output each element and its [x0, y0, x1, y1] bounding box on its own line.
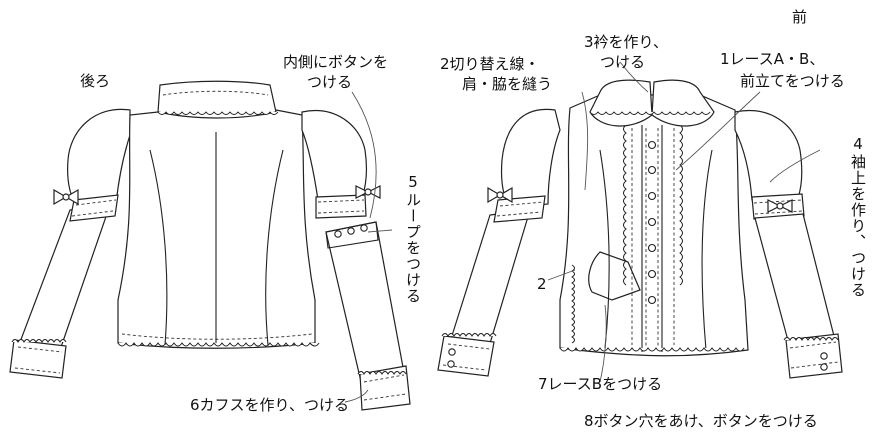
- label-inner-button-line1: 内側にボタンを: [283, 53, 389, 71]
- front-left-lower-sleeve: [449, 209, 531, 351]
- back-right-puff-sleeve: [301, 110, 368, 201]
- front-open-flap: [588, 251, 641, 301]
- label-back: 後ろ: [80, 72, 111, 90]
- back-hem-ruffle: [117, 342, 320, 347]
- back-right-cuff: [359, 365, 411, 411]
- label-step6: 6カフスを作り、つける: [190, 396, 349, 414]
- label-inner-button-line2: つける: [307, 73, 353, 91]
- front-lace-left: [623, 124, 627, 286]
- front-right-cuff: [785, 333, 843, 379]
- label-step7: 7レースBをつける: [538, 375, 663, 393]
- front-right-puff-sleeve: [734, 110, 803, 201]
- loop-buttons: [334, 224, 368, 238]
- front-left-cuff: [437, 335, 495, 377]
- front-placket: [641, 125, 663, 352]
- label-step1-line2: 前立てをつける: [740, 72, 845, 90]
- front-right-bow: [767, 199, 793, 213]
- front-blouse: [437, 79, 843, 379]
- label-front: 前: [792, 8, 808, 26]
- front-buttons: [647, 140, 657, 305]
- back-left-bow: [53, 188, 79, 206]
- label-step4: 4袖上を作り、つける: [849, 135, 867, 298]
- label-step2-line2: 肩・脇を縫う: [462, 75, 553, 93]
- front-lace-right: [679, 124, 683, 286]
- back-left-cuff: [9, 339, 67, 379]
- front-right-lower-sleeve: [754, 213, 836, 349]
- back-right-bow: [355, 185, 381, 199]
- label-step3-line2: つける: [600, 53, 646, 71]
- front-hem-ruffle: [559, 347, 745, 352]
- label-step5: 5ループをつける: [404, 173, 422, 304]
- front-left-sleeve-band: [493, 195, 546, 223]
- back-right-sleeve-band: [315, 194, 367, 219]
- front-collar-right: [651, 79, 715, 127]
- back-left-puff-sleeve: [67, 108, 131, 209]
- back-left-lower-sleeve: [19, 204, 111, 351]
- front-left-bow: [487, 186, 513, 204]
- back-blouse: [9, 80, 411, 411]
- label-step2-short: 2: [537, 275, 547, 293]
- label-step1-line1: 1レースA・B、: [720, 50, 825, 68]
- label-step3-line1: 3衿を作り、: [584, 33, 668, 51]
- label-step8: 8ボタン穴をあけ、ボタンをつける: [584, 412, 818, 430]
- label-step2-line1: 2切り替え線・: [440, 55, 540, 73]
